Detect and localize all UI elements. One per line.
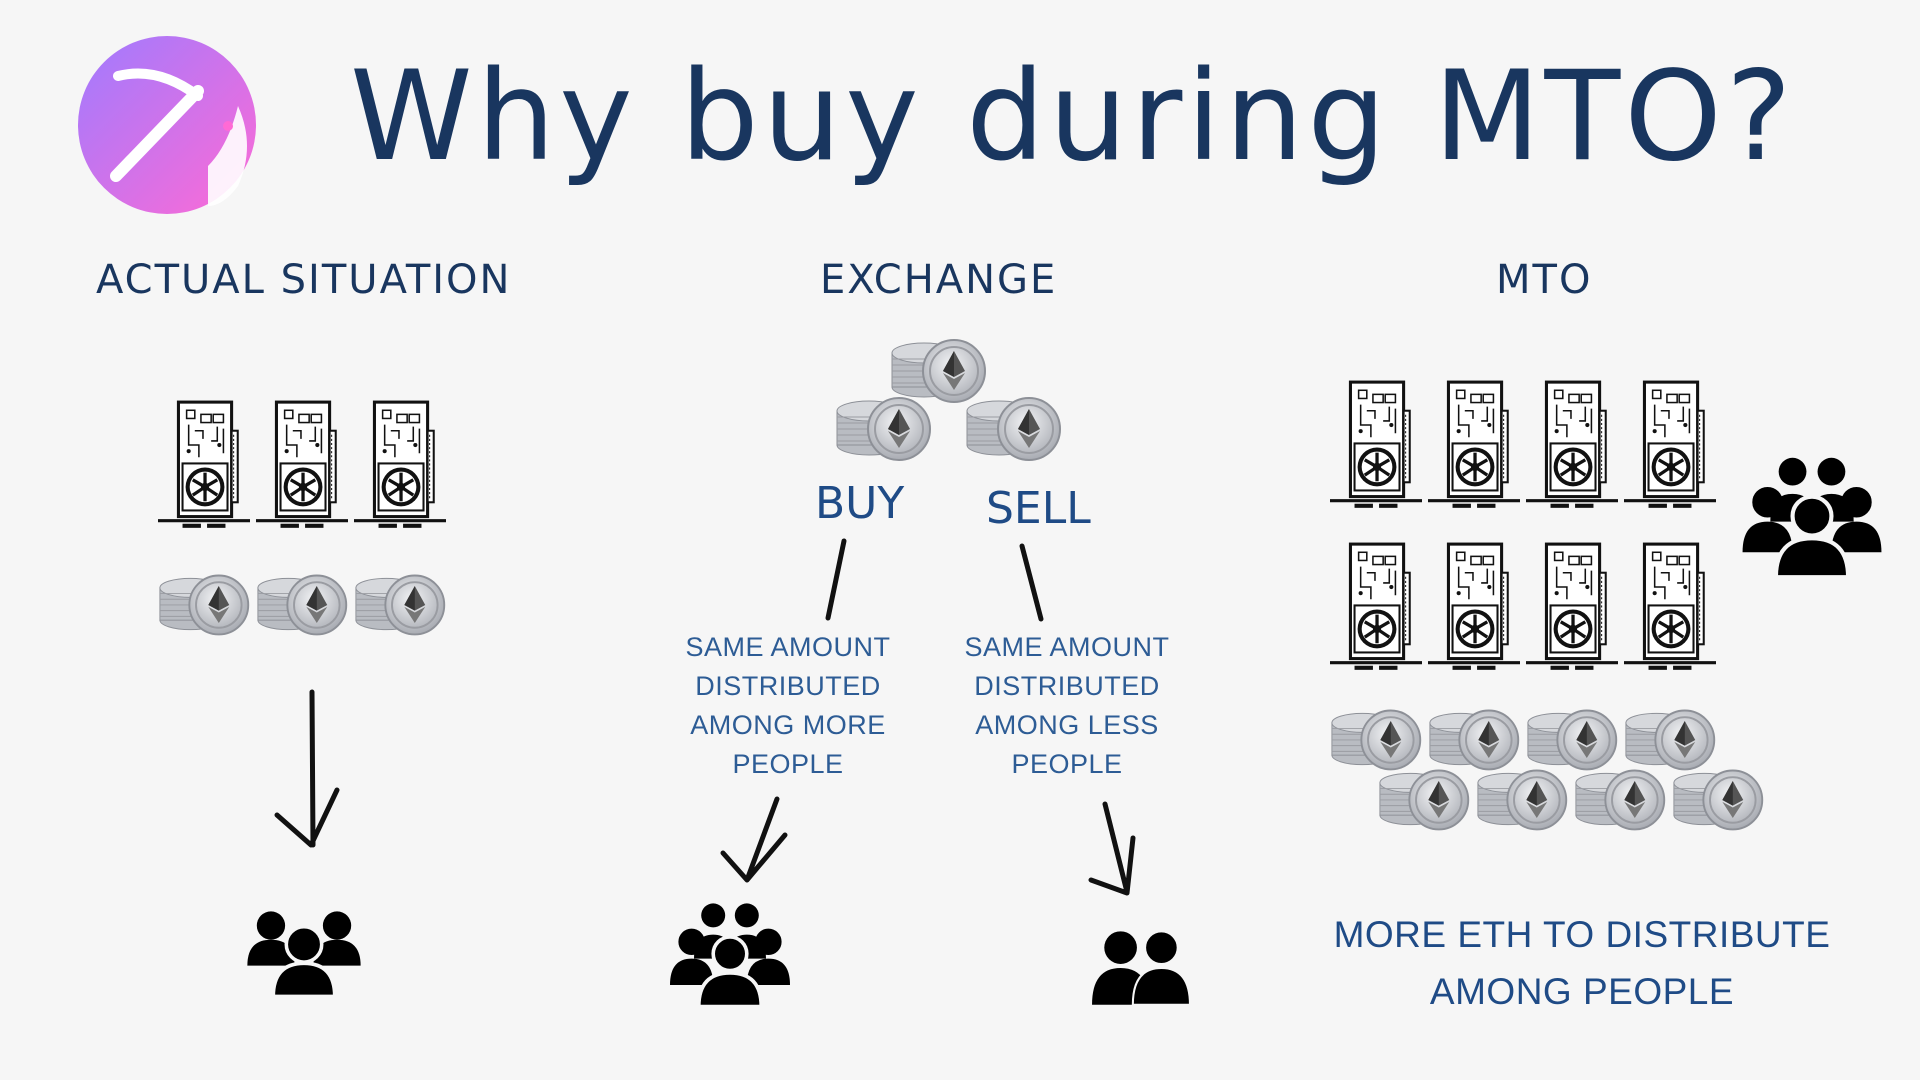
graphics-card-icon <box>1428 542 1520 675</box>
people-group-icon <box>1090 925 1192 1007</box>
exchange-coin-pile <box>835 335 1070 465</box>
heading-exchange: EXCHANGE <box>820 257 1058 303</box>
people-group-icon <box>670 900 790 1010</box>
eth-coin-stack-icon <box>965 393 1065 463</box>
eth-coin-stack-icon <box>1330 705 1425 773</box>
graphics-card-icon <box>1330 380 1422 513</box>
arrow-down-icon <box>274 689 340 848</box>
people-group-icon <box>1742 455 1882 580</box>
eth-coin-stack-icon <box>1672 765 1767 833</box>
eth-coin-stack-icon <box>1624 705 1719 773</box>
eth-coin-stack-icon <box>256 570 351 638</box>
buy-label: BUY <box>815 478 905 529</box>
buy-connector-line <box>825 538 847 621</box>
eth-coin-stack-icon <box>354 570 449 638</box>
eth-coin-stack-icon <box>835 393 935 463</box>
heading-actual-situation: ACTUAL SITUATION <box>96 257 512 303</box>
graphics-card-icon <box>354 400 446 533</box>
arrow-down-right-icon <box>1088 801 1136 896</box>
page-title: Why buy during MTO? <box>350 45 1796 189</box>
arrow-down-left-icon <box>720 796 788 883</box>
mto-gpu-grid <box>1330 380 1730 680</box>
sell-connector-line <box>1019 543 1044 622</box>
eth-coin-stack-icon <box>1476 765 1571 833</box>
actual-coin-row <box>158 570 458 645</box>
eth-coin-stack-icon <box>158 570 253 638</box>
sell-note: SAME AMOUNT DISTRIBUTED AMONG LESS PEOPL… <box>964 632 1170 779</box>
sell-label: SELL <box>986 483 1091 534</box>
graphics-card-icon <box>1526 380 1618 513</box>
graphics-card-icon <box>1330 542 1422 675</box>
people-group-icon <box>245 903 363 1000</box>
mto-note: MORE ETH TO DISTRIBUTE AMONG PEOPLE <box>1333 914 1831 1012</box>
graphics-card-icon <box>1624 542 1716 675</box>
graphics-card-icon <box>256 400 348 533</box>
eth-coin-stack-icon <box>1428 705 1523 773</box>
buy-note: SAME AMOUNT DISTRIBUTED AMONG MORE PEOPL… <box>685 632 891 779</box>
graphics-card-icon <box>1624 380 1716 513</box>
eth-coin-stack-icon <box>1526 705 1621 773</box>
actual-gpu-row <box>158 400 448 535</box>
pickaxe-logo <box>78 36 256 214</box>
graphics-card-icon <box>1526 542 1618 675</box>
eth-coin-stack-icon <box>1378 765 1473 833</box>
graphics-card-icon <box>1428 380 1520 513</box>
eth-coin-stack-icon <box>1574 765 1669 833</box>
heading-mto: MTO <box>1496 257 1593 303</box>
graphics-card-icon <box>158 400 250 533</box>
mto-coin-grid <box>1330 705 1780 840</box>
